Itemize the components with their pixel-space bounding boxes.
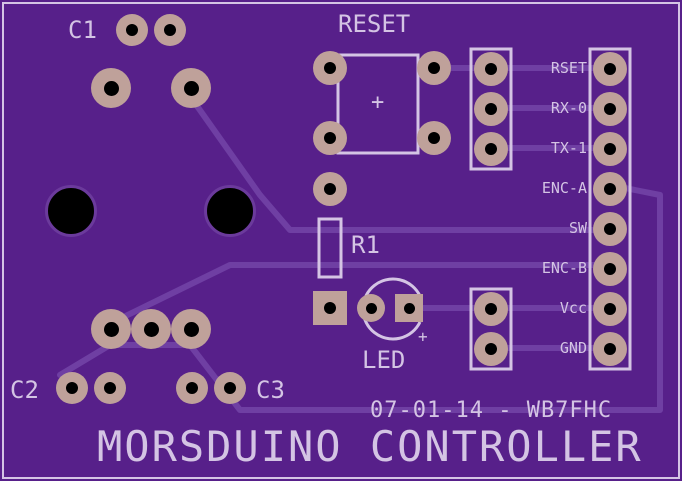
pin-label-rset: RSET — [550, 59, 587, 77]
pin-label-rx: RX-0 — [550, 99, 587, 117]
encoder-pad-top-right — [171, 68, 211, 108]
encoder-pad-top-left — [91, 68, 131, 108]
pin-label-tx: TX-1 — [550, 139, 587, 157]
led-pad-anode — [395, 294, 423, 322]
reset-switch-pad-4 — [417, 121, 451, 155]
small-header-top-outline — [469, 47, 513, 171]
reset-plus-mark: + — [371, 90, 385, 115]
c1-label: C1 — [68, 16, 97, 44]
trace-enc-b — [94, 262, 603, 333]
led-label: LED — [362, 346, 406, 374]
c1-pad-1 — [116, 14, 148, 46]
pin-label-enc-b: ENC-B — [541, 259, 587, 277]
encoder-pad-common — [131, 309, 171, 349]
c3-pad-1 — [176, 372, 208, 404]
pin-label-sw: SW — [568, 219, 587, 237]
resistor-outline — [317, 217, 343, 279]
small-header-bottom-outline — [469, 287, 513, 371]
main-header-pin-enc-b — [593, 252, 627, 286]
power-header-pin-1 — [474, 292, 508, 326]
c3-label: C3 — [256, 376, 285, 404]
pin-label-enc-a: ENC-A — [541, 179, 587, 197]
r1-pad-bottom — [313, 291, 347, 325]
main-header-pin-vcc — [593, 292, 627, 326]
mounting-hole-right — [204, 185, 256, 237]
reset-switch-pad-3 — [313, 121, 347, 155]
reset-switch-pad-2 — [417, 51, 451, 85]
date-callsign-label: 07-01-14 - WB7FHC — [370, 398, 613, 423]
reset-label: RESET — [338, 10, 411, 38]
small-header-pin-2 — [474, 92, 508, 126]
encoder-pad-b — [171, 309, 211, 349]
main-header-pin-rset — [593, 52, 627, 86]
reset-switch-outline — [336, 53, 420, 155]
encoder-pad-a — [91, 309, 131, 349]
led-plus-mark: + — [418, 327, 428, 346]
r1-pad-top — [313, 172, 347, 206]
main-header-pin-sw — [593, 212, 627, 246]
small-header-pin-1 — [474, 52, 508, 86]
r1-label: R1 — [351, 231, 380, 259]
trace-c1 — [182, 86, 603, 233]
led-pad-cathode — [357, 294, 385, 322]
main-header-pin-enc-a — [593, 172, 627, 206]
c3-pad-2 — [214, 372, 246, 404]
reset-switch-pad-1 — [313, 51, 347, 85]
c2-label: C2 — [10, 376, 39, 404]
c2-pad-2 — [94, 372, 126, 404]
main-header-outline — [588, 47, 632, 371]
c1-pad-2 — [154, 14, 186, 46]
main-header-pin-tx — [593, 132, 627, 166]
small-header-pin-3 — [474, 132, 508, 166]
mounting-hole-left — [45, 185, 97, 237]
board-title: MORSDUINO CONTROLLER — [97, 422, 643, 471]
c2-pad-1 — [56, 372, 88, 404]
main-header-pin-rx — [593, 92, 627, 126]
pin-label-vcc: Vcc — [559, 299, 587, 317]
pin-label-gnd: GND — [559, 339, 587, 357]
power-header-pin-2 — [474, 332, 508, 366]
main-header-pin-gnd — [593, 332, 627, 366]
